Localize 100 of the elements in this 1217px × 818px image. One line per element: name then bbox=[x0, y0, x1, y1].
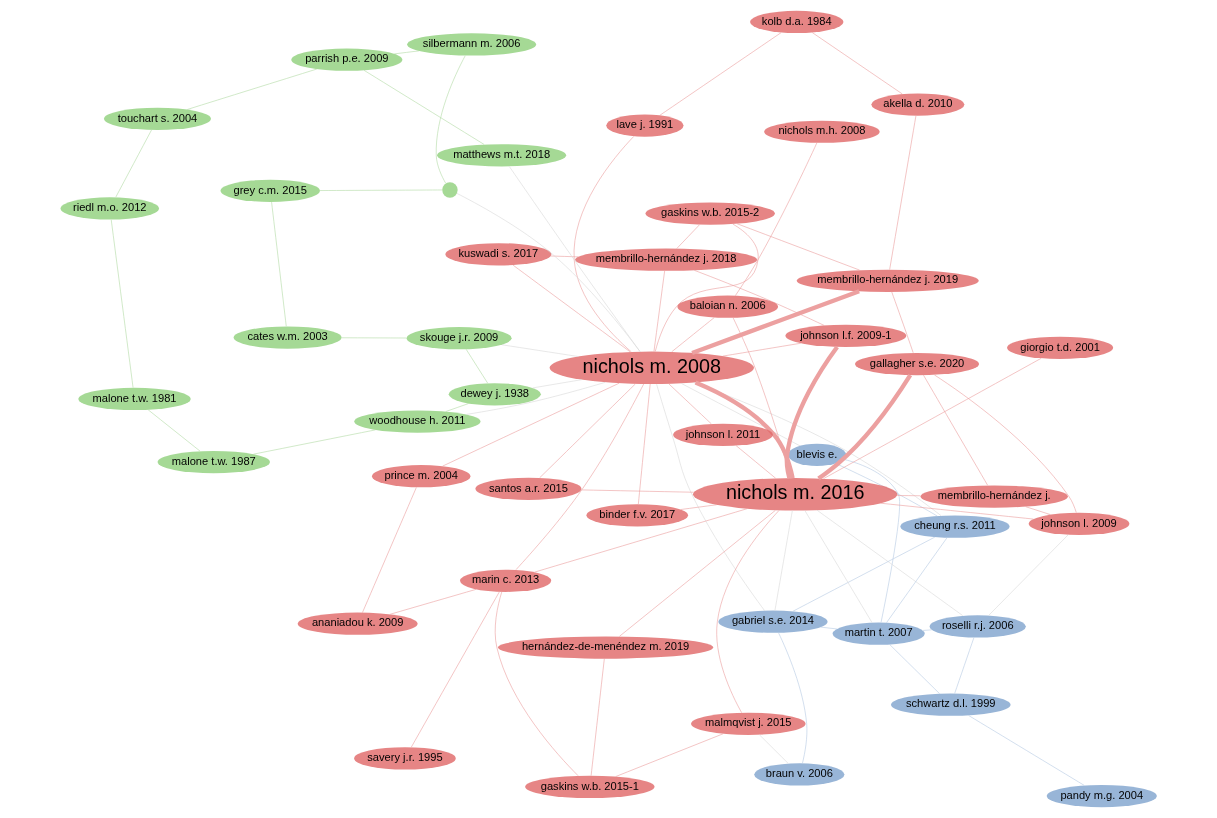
node-ellipse: matthews m.t. 2018 bbox=[437, 144, 567, 167]
connector bbox=[843, 458, 900, 623]
connector bbox=[680, 504, 717, 510]
connector bbox=[619, 510, 776, 637]
connector bbox=[435, 55, 466, 184]
node-ellipse: lave j. 1991 bbox=[606, 114, 684, 137]
node-ellipse: kolb d.a. 1984 bbox=[750, 10, 844, 34]
connector bbox=[389, 589, 477, 615]
connector bbox=[319, 189, 443, 191]
connector bbox=[590, 658, 605, 776]
connector bbox=[581, 489, 694, 493]
node-ellipse: santos a.r. 2015 bbox=[475, 477, 582, 500]
node-ellipse: nichols m. 2016 bbox=[692, 478, 898, 511]
node-ellipse: pandy m.g. 2004 bbox=[1046, 784, 1157, 808]
node-ellipse: woodhouse h. 2011 bbox=[354, 410, 481, 433]
connector bbox=[515, 383, 644, 570]
connector bbox=[110, 219, 134, 388]
connector bbox=[891, 291, 914, 354]
connector bbox=[410, 591, 500, 748]
connector bbox=[186, 68, 318, 110]
connector bbox=[147, 409, 201, 452]
connector bbox=[694, 270, 825, 326]
connector bbox=[253, 429, 376, 455]
node-ellipse: membrillo-hernández j. 2018 bbox=[575, 248, 758, 271]
connector bbox=[509, 166, 641, 353]
connector bbox=[823, 357, 1042, 480]
node-ellipse: marin c. 2013 bbox=[460, 569, 552, 592]
connector bbox=[886, 537, 948, 623]
connector bbox=[653, 270, 665, 352]
connector bbox=[784, 345, 839, 479]
connector bbox=[716, 510, 780, 713]
node-ellipse: silbermann m. 2006 bbox=[407, 33, 537, 56]
connector bbox=[880, 502, 1034, 520]
connector bbox=[735, 142, 818, 297]
node-ellipse: malmqvist j. 2015 bbox=[691, 712, 806, 735]
node-ellipse: kuswadi s. 2017 bbox=[445, 243, 552, 266]
connector bbox=[778, 632, 808, 764]
node-ellipse: nichols m. 2008 bbox=[549, 351, 754, 385]
connector bbox=[735, 445, 776, 479]
connector bbox=[550, 255, 579, 258]
connector bbox=[889, 644, 940, 695]
connector bbox=[494, 591, 579, 777]
node-ellipse: cates w.m. 2003 bbox=[233, 326, 342, 349]
node-ellipse: parrish p.e. 2009 bbox=[291, 48, 403, 71]
node-ellipse: touchart s. 2004 bbox=[103, 107, 211, 130]
connector bbox=[668, 383, 712, 425]
connector bbox=[954, 637, 975, 694]
connector bbox=[816, 509, 964, 616]
connector bbox=[656, 383, 765, 611]
connector bbox=[659, 32, 782, 116]
connector bbox=[466, 382, 606, 415]
node-ellipse: hernández-de-menéndez m. 2019 bbox=[498, 636, 714, 659]
node-ellipse: martin t. 2007 bbox=[832, 622, 925, 645]
connector bbox=[889, 115, 917, 270]
connector bbox=[532, 379, 583, 389]
connector bbox=[654, 223, 759, 352]
connector bbox=[759, 734, 789, 764]
node-ellipse: nichols m.h. 2008 bbox=[764, 120, 880, 143]
connector bbox=[896, 495, 921, 497]
connector bbox=[774, 510, 793, 611]
connector bbox=[811, 32, 903, 95]
node-ellipse: gaskins w.b. 2015-2 bbox=[645, 202, 775, 225]
node-ellipse: riedl m.o. 2012 bbox=[60, 197, 159, 220]
connector bbox=[115, 129, 152, 198]
connector bbox=[792, 536, 936, 612]
node-ellipse: akella d. 2010 bbox=[871, 93, 965, 116]
node-circle bbox=[442, 182, 458, 198]
connector bbox=[638, 383, 651, 505]
connector bbox=[363, 69, 485, 145]
connector bbox=[694, 380, 795, 479]
connector bbox=[501, 344, 579, 357]
connector bbox=[393, 50, 420, 55]
connector bbox=[465, 348, 489, 384]
connector bbox=[820, 626, 838, 630]
connector bbox=[722, 342, 802, 357]
node-ellipse: gabriel s.e. 2014 bbox=[718, 610, 828, 633]
node-ellipse: johnson l. 2009 bbox=[1028, 512, 1130, 535]
connector bbox=[573, 136, 635, 353]
connector bbox=[736, 223, 860, 271]
connector bbox=[539, 383, 636, 479]
node-ellipse: skouge j.r. 2009 bbox=[406, 327, 512, 350]
connector bbox=[968, 715, 1085, 786]
node-ellipse: ananiadou k. 2009 bbox=[297, 612, 418, 635]
node-ellipse: binder f.v. 2017 bbox=[586, 504, 689, 527]
node-ellipse: johnson l. 2011 bbox=[673, 423, 773, 446]
connector bbox=[534, 508, 748, 573]
node-ellipse: blevis e. bbox=[787, 443, 846, 466]
node-ellipse: roselli r.j. 2006 bbox=[929, 615, 1026, 638]
connector bbox=[691, 289, 860, 355]
node-ellipse: schwartz d.l. 1999 bbox=[891, 693, 1011, 716]
connector bbox=[676, 224, 700, 249]
node-ellipse: gallagher s.e. 2020 bbox=[855, 352, 980, 376]
node-ellipse: membrillo-hernández j. 2019 bbox=[796, 269, 979, 292]
connector bbox=[341, 337, 407, 339]
connector bbox=[680, 383, 801, 447]
connector bbox=[988, 534, 1069, 616]
node-ellipse: malone t.w. 1987 bbox=[157, 450, 270, 474]
connector bbox=[671, 317, 715, 353]
connector bbox=[271, 201, 287, 327]
connector bbox=[923, 374, 988, 486]
